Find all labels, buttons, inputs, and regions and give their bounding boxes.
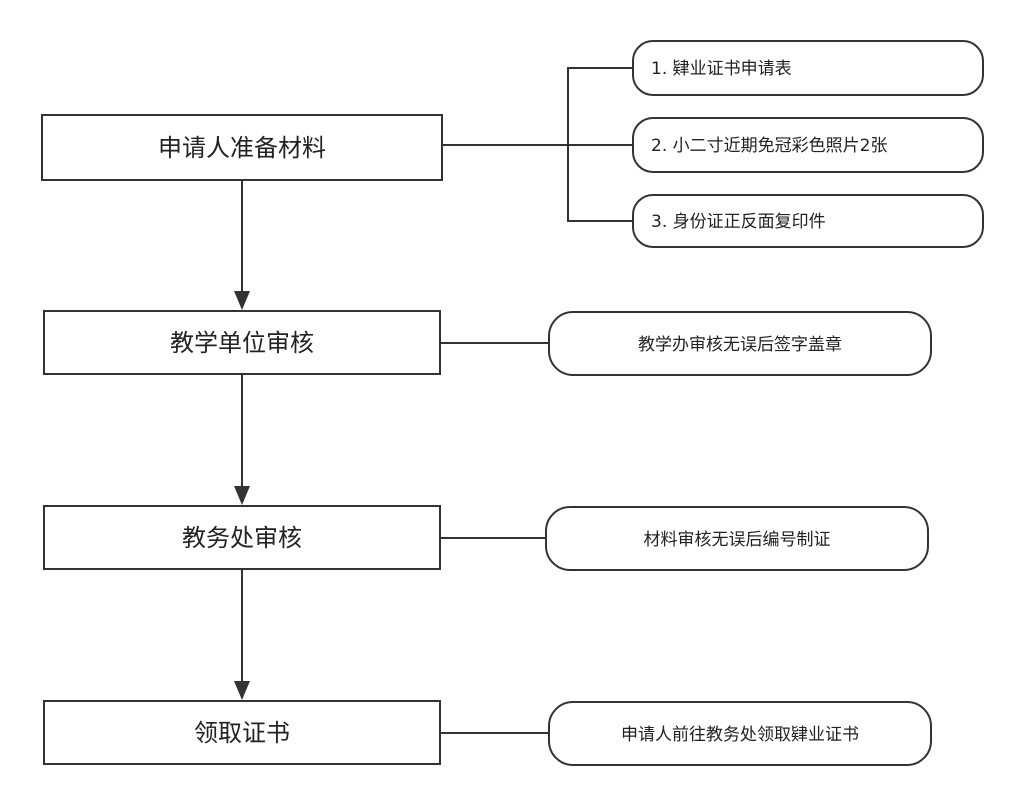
materials-bracket	[442, 67, 633, 222]
note-office-review-text: 材料审核无误后编号制证	[644, 530, 831, 550]
note-pickup-text: 申请人前往教务处领取肄业证书	[621, 725, 859, 745]
note-unit-review: 教学办审核无误后签字盖章	[548, 311, 932, 376]
note-material-1-text: 1. 肄业证书申请表	[651, 59, 792, 79]
step-prepare-materials: 申请人准备材料	[41, 114, 443, 181]
note-material-2-text: 2. 小二寸近期免冠彩色照片2张	[651, 136, 887, 156]
note-material-1: 1. 肄业证书申请表	[632, 40, 984, 96]
note-pickup: 申请人前往教务处领取肄业证书	[548, 701, 932, 766]
note-material-3: 3. 身份证正反面复印件	[632, 194, 984, 248]
flow-arrow-1	[234, 180, 250, 310]
step-prepare-materials-label: 申请人准备材料	[158, 134, 326, 162]
note-material-2: 2. 小二寸近期免冠彩色照片2张	[632, 117, 984, 173]
step-office-review: 教务处审核	[43, 505, 441, 570]
step-office-review-label: 教务处审核	[182, 524, 302, 552]
step-collect-certificate-label: 领取证书	[194, 719, 290, 747]
flow-arrow-3	[234, 569, 250, 700]
flow-arrow-2	[234, 374, 250, 505]
note-office-review: 材料审核无误后编号制证	[545, 506, 929, 571]
note-unit-review-text: 教学办审核无误后签字盖章	[638, 335, 842, 355]
step-unit-review: 教学单位审核	[43, 310, 441, 375]
arrow-head-2	[234, 486, 250, 505]
note-material-3-text: 3. 身份证正反面复印件	[651, 212, 826, 232]
step-collect-certificate: 领取证书	[43, 700, 441, 765]
step-unit-review-label: 教学单位审核	[170, 329, 314, 357]
arrow-head-3	[234, 681, 250, 700]
arrow-head-1	[234, 291, 250, 310]
